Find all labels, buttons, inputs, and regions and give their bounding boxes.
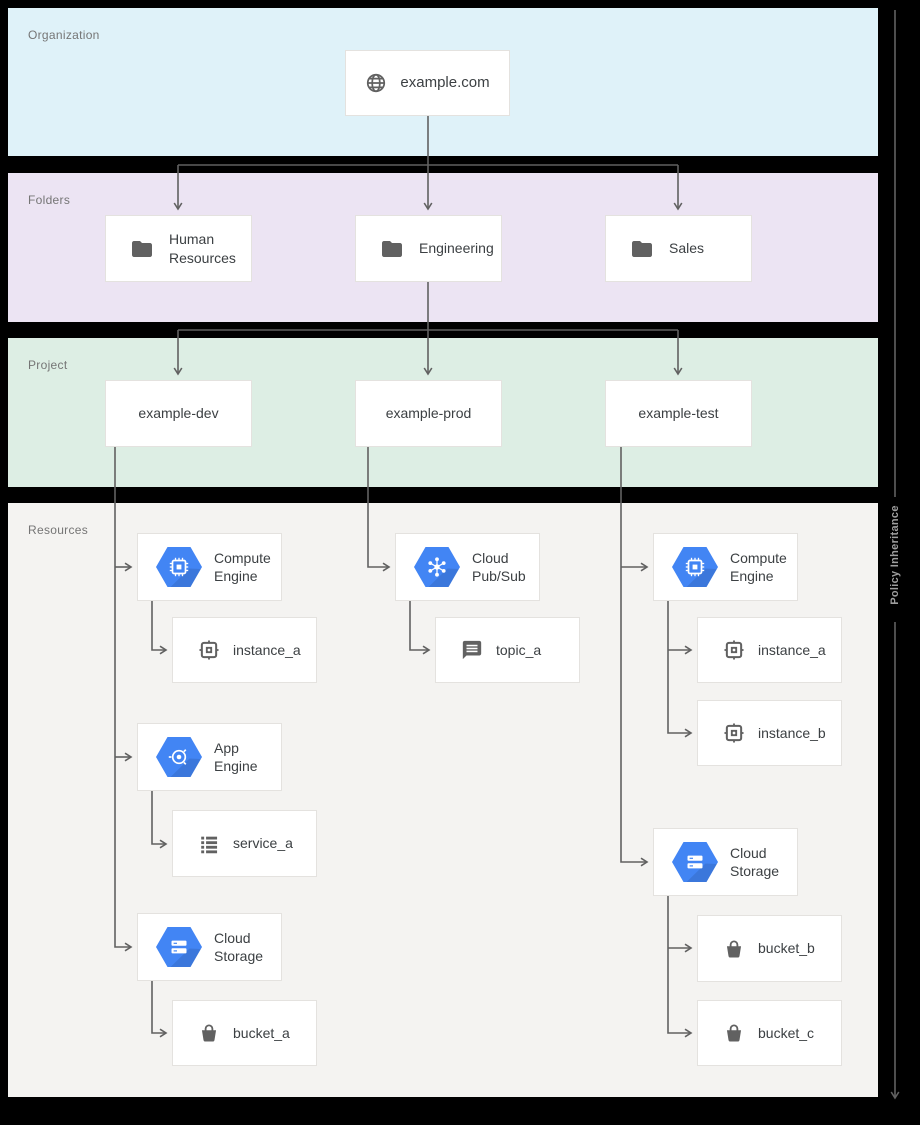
resource-node-instance-a-dev: instance_a [172, 617, 317, 683]
service-icon [198, 833, 220, 855]
instance-icon [198, 639, 220, 661]
resource-node-compute-engine-test: Compute Engine [653, 533, 798, 601]
folder-icon [380, 237, 404, 261]
compute-engine-icon [156, 547, 202, 587]
folders-band-label: Folders [28, 193, 71, 207]
resource-node-label: instance_a [758, 641, 826, 658]
organization-band-label: Organization [28, 28, 100, 42]
resource-node-label: Compute Engine [730, 549, 787, 584]
cloud-pubsub-icon [414, 547, 460, 587]
folder-node-label: Human Resources [169, 231, 236, 266]
bucket-icon [723, 1022, 745, 1044]
resource-node-compute-engine-dev: Compute Engine [137, 533, 282, 601]
project-node-label: example-test [638, 405, 719, 422]
project-node-label: example-prod [385, 405, 472, 422]
resource-node-label: App Engine [214, 739, 258, 774]
resource-node-label: bucket_b [758, 940, 815, 957]
resource-node-label: instance_a [233, 641, 301, 658]
resource-node-app-engine-dev: App Engine [137, 723, 282, 791]
resources-band: Resources [8, 503, 878, 1097]
resource-node-service-a-dev: service_a [172, 810, 317, 877]
folder-node-sales: Sales [605, 215, 752, 282]
resource-node-instance-a-test: instance_a [697, 617, 842, 683]
resource-node-bucket-a-dev: bucket_a [172, 1000, 317, 1066]
project-band-label: Project [28, 358, 68, 372]
resource-node-label: bucket_a [233, 1024, 290, 1041]
org-node-example-com: example.com [345, 50, 510, 116]
project-node-label: example-dev [138, 405, 219, 422]
topic-icon [461, 639, 483, 661]
project-node-example-test: example-test [605, 380, 752, 447]
cloud-storage-icon [672, 842, 718, 882]
instance-icon [723, 722, 745, 744]
resource-node-label: bucket_c [758, 1024, 815, 1041]
resource-node-label: Compute Engine [214, 549, 271, 584]
project-node-example-prod: example-prod [355, 380, 502, 447]
resources-band-label: Resources [28, 523, 89, 537]
folder-node-human-resources: Human Resources [105, 215, 252, 282]
resource-node-label: Cloud Storage [214, 929, 264, 964]
folder-node-label: Sales [669, 240, 705, 257]
folder-icon [630, 237, 654, 261]
resource-node-bucket-b-test: bucket_b [697, 915, 842, 982]
app-engine-icon [156, 737, 202, 777]
resource-node-label: Cloud Pub/Sub [472, 549, 526, 584]
compute-engine-icon [672, 547, 718, 587]
bucket-icon [723, 938, 745, 960]
folder-icon [130, 237, 154, 261]
instance-icon [723, 639, 745, 661]
policy-inheritance-label: Policy Inheritance [889, 505, 901, 605]
resource-node-instance-b-test: instance_b [697, 700, 842, 766]
org-node-label: example.com [400, 74, 490, 92]
resource-node-label: service_a [233, 835, 293, 852]
globe-icon [365, 72, 387, 94]
resource-node-cloud-storage-test: Cloud Storage [653, 828, 798, 896]
bucket-icon [198, 1022, 220, 1044]
resource-node-cloud-storage-dev: Cloud Storage [137, 913, 282, 981]
folder-node-engineering: Engineering [355, 215, 502, 282]
cloud-storage-icon [156, 927, 202, 967]
project-node-example-dev: example-dev [105, 380, 252, 447]
resource-node-topic-a-prod: topic_a [435, 617, 580, 683]
resource-node-cloud-pubsub-prod: Cloud Pub/Sub [395, 533, 540, 601]
resource-node-label: topic_a [496, 641, 542, 658]
resource-node-label: instance_b [758, 724, 826, 741]
resource-node-label: Cloud Storage [730, 844, 780, 879]
folder-node-label: Engineering [419, 240, 494, 257]
resource-node-bucket-c-test: bucket_c [697, 1000, 842, 1066]
